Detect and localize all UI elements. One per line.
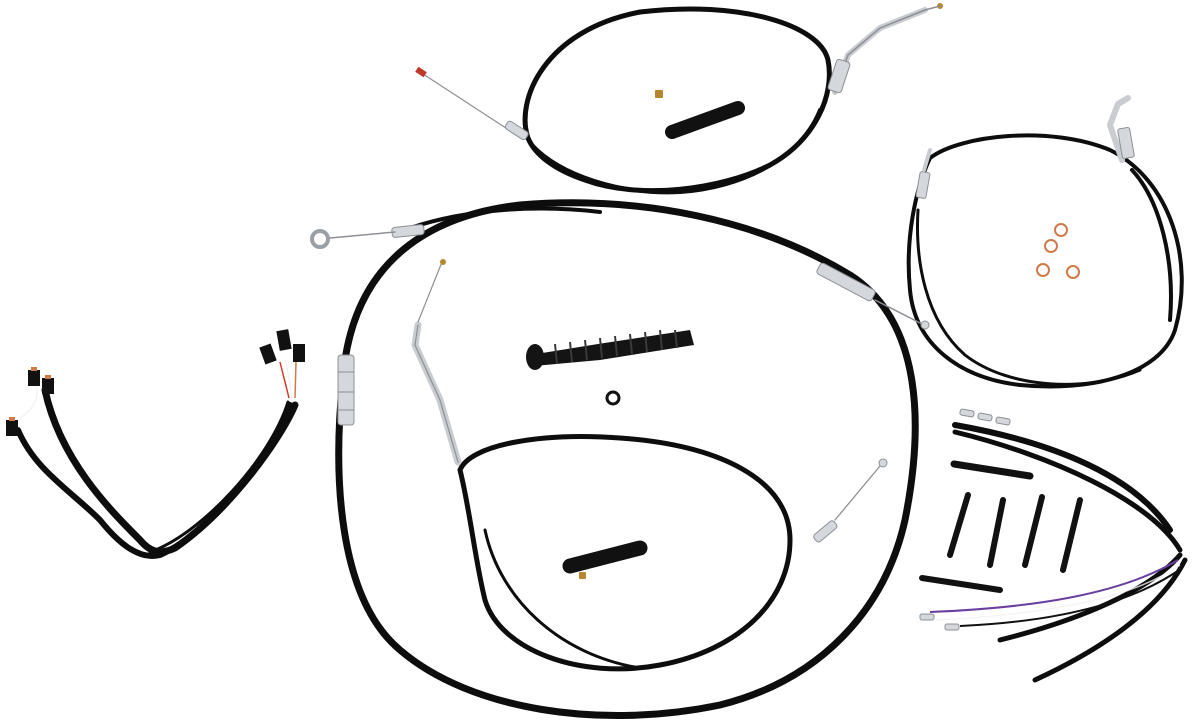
idle-cable-icon [411,259,888,672]
rubber-boot-icon [526,329,694,370]
heat-shrink-icon [919,460,1083,593]
grip-tube-icon [665,101,745,139]
grip-tube-bottom-icon [562,540,648,574]
o-ring-icon [605,390,621,406]
brake-line-icon [906,95,1184,389]
throttle-cable-icon [415,3,943,195]
brass-fitting-bottom-icon [579,572,586,579]
brass-fitting-icon [655,90,663,98]
wiring-harness-icon [6,329,305,559]
clutch-cable-icon [310,199,930,719]
extension-wires-icon [919,408,1188,683]
crush-washer-icon [1036,223,1080,279]
